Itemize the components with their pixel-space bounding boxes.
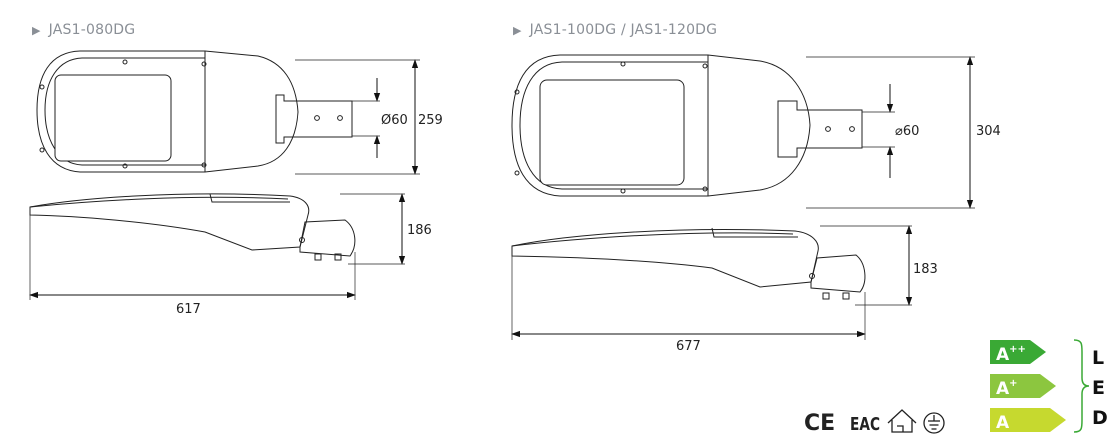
energy-class-a-plus-plus: A++ <box>990 340 1046 365</box>
left-width-label: 617 <box>176 302 201 317</box>
energy-class-sup: + <box>1009 378 1017 389</box>
energy-class-label: A <box>996 345 1010 365</box>
model-title-left: JAS1-080DG <box>48 22 136 38</box>
energy-class-a: A <box>990 408 1066 433</box>
led-letter-l: L <box>1092 347 1104 369</box>
svg-text:A++: A++ <box>996 344 1026 365</box>
right-diameter-label: ⌀60 <box>895 124 919 139</box>
energy-class-a-plus: A+ <box>990 374 1056 399</box>
right-side-view <box>511 225 912 340</box>
model-title-right: JAS1-100DG / JAS1-120DG <box>529 22 718 38</box>
right-height-side-label: 183 <box>913 262 938 277</box>
indoor-use-house-icon <box>887 409 917 433</box>
triangle-bullet-icon: ▶ <box>513 24 522 37</box>
eac-mark-icon: EAC <box>850 414 880 435</box>
left-height-top-label: 259 <box>418 113 443 128</box>
left-side-view <box>29 193 405 300</box>
left-top-view <box>36 50 420 175</box>
protective-earth-icon <box>923 412 945 434</box>
svg-text:A+: A+ <box>996 378 1018 399</box>
right-width-label: 677 <box>676 339 701 354</box>
energy-brace <box>1073 339 1090 433</box>
led-letter-e: E <box>1092 377 1105 399</box>
left-height-side-label: 186 <box>407 223 432 238</box>
model-heading-right: ▶ JAS1-100DG / JAS1-120DG <box>513 22 717 38</box>
right-top-view <box>511 54 975 209</box>
energy-class-label: A <box>996 413 1010 433</box>
triangle-bullet-icon: ▶ <box>32 24 41 37</box>
ce-mark-icon: CE <box>804 411 835 436</box>
energy-class-sup: ++ <box>1009 344 1026 355</box>
led-letter-d: D <box>1092 407 1108 429</box>
energy-class-label: A <box>996 379 1010 399</box>
left-diameter-label: Ø60 <box>381 113 408 128</box>
model-heading-left: ▶ JAS1-080DG <box>32 22 135 38</box>
eac-mark-text: EAC <box>850 414 880 435</box>
right-height-top-label: 304 <box>976 124 1001 139</box>
